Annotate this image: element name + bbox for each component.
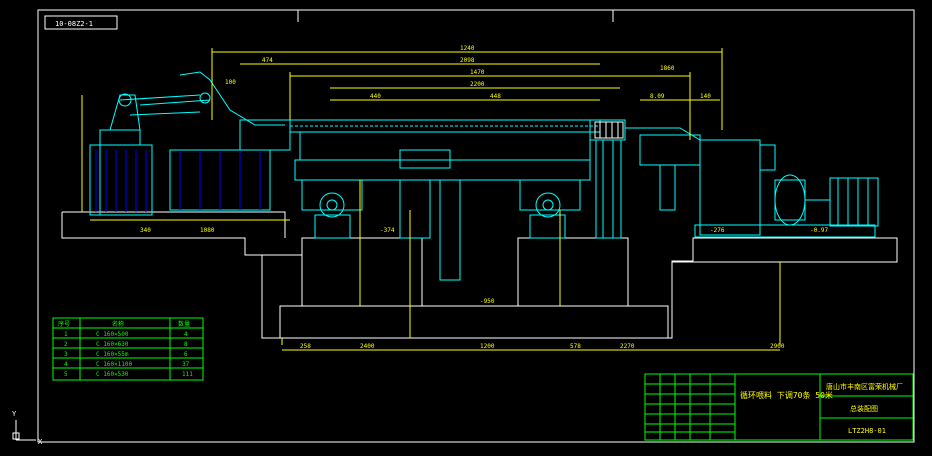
bom-cell: 8: [184, 341, 188, 348]
left-machine-assembly: [89, 71, 291, 216]
right-wheel: [535, 192, 561, 218]
dim-text: 2400: [360, 343, 375, 350]
dim-text: 1080: [200, 227, 215, 234]
bom-cell: 4: [184, 331, 188, 338]
ucs-x-label: X: [38, 438, 43, 446]
bom-cell: 4: [64, 361, 68, 368]
dim-text: 440: [370, 93, 381, 100]
dim-text: 2270: [620, 343, 635, 350]
dim-text: 1200: [480, 343, 495, 350]
dim-text: 448: [490, 93, 501, 100]
ucs-axis-icon: [12, 420, 36, 441]
dim-text: 1470: [470, 69, 485, 76]
bom-cell: 2: [64, 341, 68, 348]
level-mark: -950: [480, 298, 495, 305]
central-conveyor: [289, 119, 601, 281]
outer-border: [37, 9, 915, 443]
bom-cell: C 160×530: [96, 371, 129, 378]
foundation-outline: [61, 211, 898, 339]
title-company: 唐山市丰南区富荣机械厂: [826, 382, 903, 391]
right-machine-assembly: [589, 119, 879, 239]
bom-cell: 5: [64, 371, 68, 378]
dim-text: 2200: [470, 81, 485, 88]
left-wheel: [319, 192, 345, 218]
level-mark: -276: [710, 227, 725, 234]
bom-header-qty: 数量: [178, 320, 190, 328]
left-blue-frame: [95, 150, 261, 212]
dimension-text-group: 1240 474 2098 1470 2200 440 448 1860 8.0…: [140, 45, 828, 350]
bom-header-name: 名称: [112, 320, 124, 328]
right-gear-detail: [594, 121, 624, 139]
gearbox: [774, 174, 806, 226]
bom-cell: 3: [64, 351, 68, 358]
title-block: 循环喂料 下调70条 50米 唐山市丰南区富荣机械厂 总装配图 LTZ2H8-0…: [644, 373, 914, 441]
bom-cell: 37: [182, 361, 190, 368]
dim-text: 474: [262, 57, 273, 64]
title-drawing-no: LTZ2H8-01: [848, 427, 886, 435]
level-mark: -0.97: [810, 227, 828, 234]
dim-text: 578: [570, 343, 581, 350]
dim-text: 2098: [460, 57, 475, 64]
bom-cell: C 160×630: [96, 341, 129, 348]
code-box-text: 10-08Z2-1: [55, 20, 93, 28]
dim-text: 340: [140, 227, 151, 234]
bom-cell: 1: [64, 331, 68, 338]
motor: [829, 177, 879, 227]
dim-text: 140: [700, 93, 711, 100]
bom-cell: 6: [184, 351, 188, 358]
level-mark: -374: [380, 227, 395, 234]
bom-cell: 111: [182, 371, 193, 378]
dim-text: 2900: [770, 343, 785, 350]
bom-cell: C 160×55m: [96, 351, 129, 358]
ucs-y-label: Y: [12, 410, 17, 418]
dim-text: 258: [300, 343, 311, 350]
dim-text: 100: [225, 79, 236, 86]
code-box: [44, 15, 118, 30]
dim-text: 1860: [660, 65, 675, 72]
dim-text: 8.09: [650, 93, 665, 100]
bom-table: 序号 名称 数量 1 C 160×500 4 2 C 160×630 8 3 C…: [52, 317, 204, 381]
bom-cell: C 160×1100: [96, 361, 133, 368]
bom-cell: C 160×500: [96, 331, 129, 338]
title-project: 循环喂料 下调70条 50米: [740, 390, 833, 400]
dim-text: 1240: [460, 45, 475, 52]
bom-header-no: 序号: [58, 320, 70, 328]
title-drawing-name: 总装配图: [850, 404, 878, 413]
dimension-lines: [81, 48, 781, 351]
